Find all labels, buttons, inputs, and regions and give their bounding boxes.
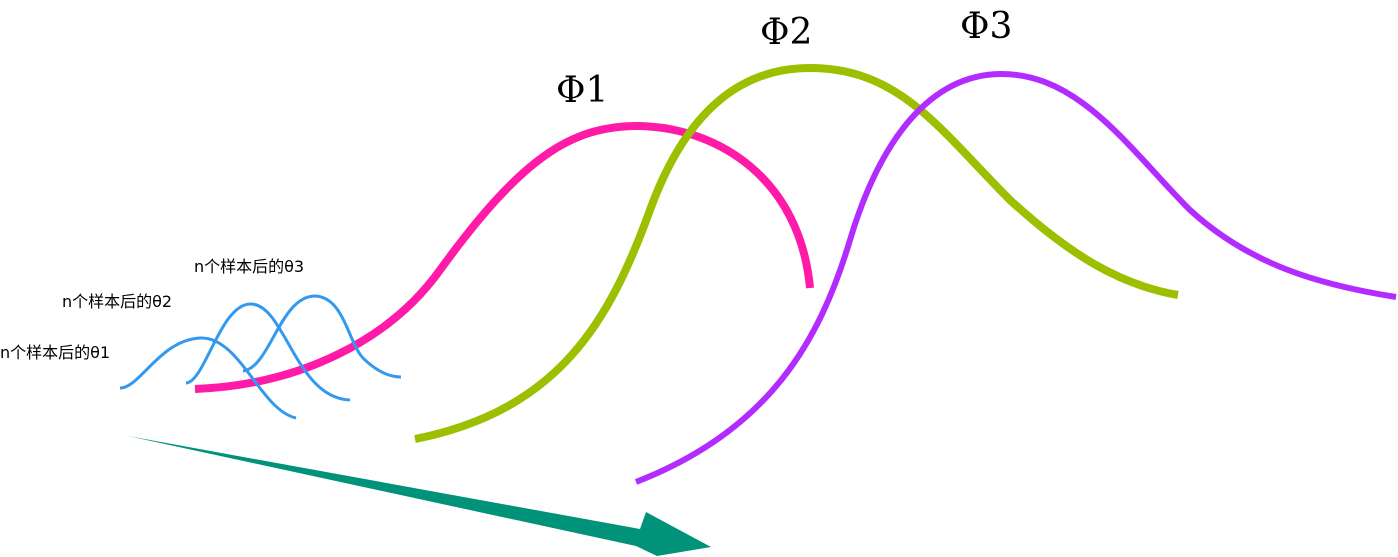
phi1-curve: [194, 121, 814, 393]
theta1-curve: [119, 336, 297, 420]
theta3-curve: [242, 294, 402, 379]
theta2-label: n个样本后的θ2: [62, 292, 172, 311]
phi2-label: Φ2: [760, 12, 812, 53]
phi1-label: Φ1: [556, 70, 608, 111]
theta1-label: n个样本后的θ1: [0, 343, 110, 362]
theta3-label: n个样本后的θ3: [194, 257, 304, 276]
phi3-curve: [634, 70, 1397, 485]
progress-arrow: [128, 436, 711, 556]
phi2-curve: [414, 64, 1179, 443]
theta2-curve: [185, 302, 351, 402]
phi3-label: Φ3: [960, 6, 1012, 47]
